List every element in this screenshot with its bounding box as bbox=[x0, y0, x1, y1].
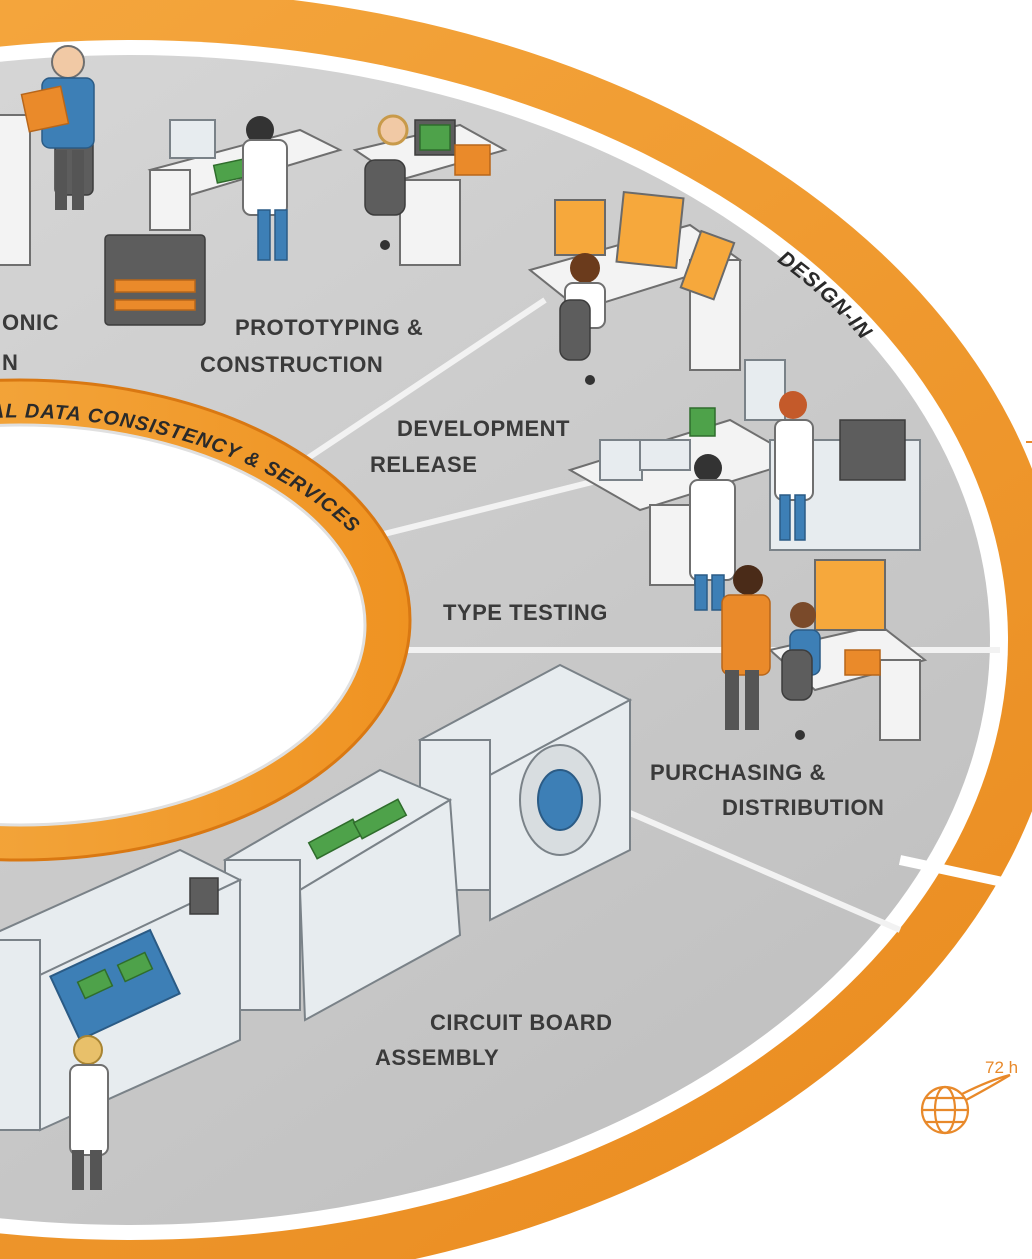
inner-ring-shadow bbox=[0, 423, 367, 827]
svg-text:ONIC: ONIC bbox=[2, 310, 59, 335]
electronic-station-illustration bbox=[0, 45, 95, 266]
svg-text:TYPE TESTING: TYPE TESTING bbox=[443, 600, 608, 625]
development-illustration bbox=[527, 190, 743, 385]
assembly-line-illustration bbox=[0, 663, 633, 1190]
svg-text:PURCHASING &: PURCHASING & bbox=[650, 760, 826, 785]
svg-text:DEVELOPMENT: DEVELOPMENT bbox=[397, 416, 570, 441]
outer-ring-dividers bbox=[795, 0, 1032, 894]
prototyping-illustration bbox=[104, 114, 508, 326]
badge-text: 72 h bbox=[985, 1058, 1018, 1077]
section-label-development: DEVELOPMENT RELEASE bbox=[370, 416, 570, 477]
svg-text:N: N bbox=[2, 350, 18, 375]
globe-icon bbox=[920, 1073, 1011, 1135]
svg-text:PROTOTYPING &: PROTOTYPING & bbox=[235, 315, 423, 340]
svg-text:ASSEMBLY: ASSEMBLY bbox=[375, 1045, 499, 1070]
section-label-electronic: ONIC N bbox=[2, 310, 59, 375]
svg-text:RELEASE: RELEASE bbox=[370, 452, 477, 477]
svg-text:CONSTRUCTION: CONSTRUCTION bbox=[200, 352, 383, 377]
section-label-assembly: CIRCUIT BOARD ASSEMBLY bbox=[375, 1010, 613, 1070]
type-testing-illustration bbox=[567, 359, 921, 611]
inner-white bbox=[0, 425, 365, 825]
purchasing-illustration bbox=[721, 559, 928, 741]
section-label-prototyping: PROTOTYPING & CONSTRUCTION bbox=[200, 315, 423, 377]
72h-badge: 72 h bbox=[920, 1058, 1018, 1135]
section-label-purchasing: PURCHASING & DISTRIBUTION bbox=[650, 760, 884, 820]
svg-text:DISTRIBUTION: DISTRIBUTION bbox=[722, 795, 884, 820]
section-label-type-testing: TYPE TESTING bbox=[443, 600, 608, 625]
svg-text:CIRCUIT BOARD: CIRCUIT BOARD bbox=[430, 1010, 613, 1035]
